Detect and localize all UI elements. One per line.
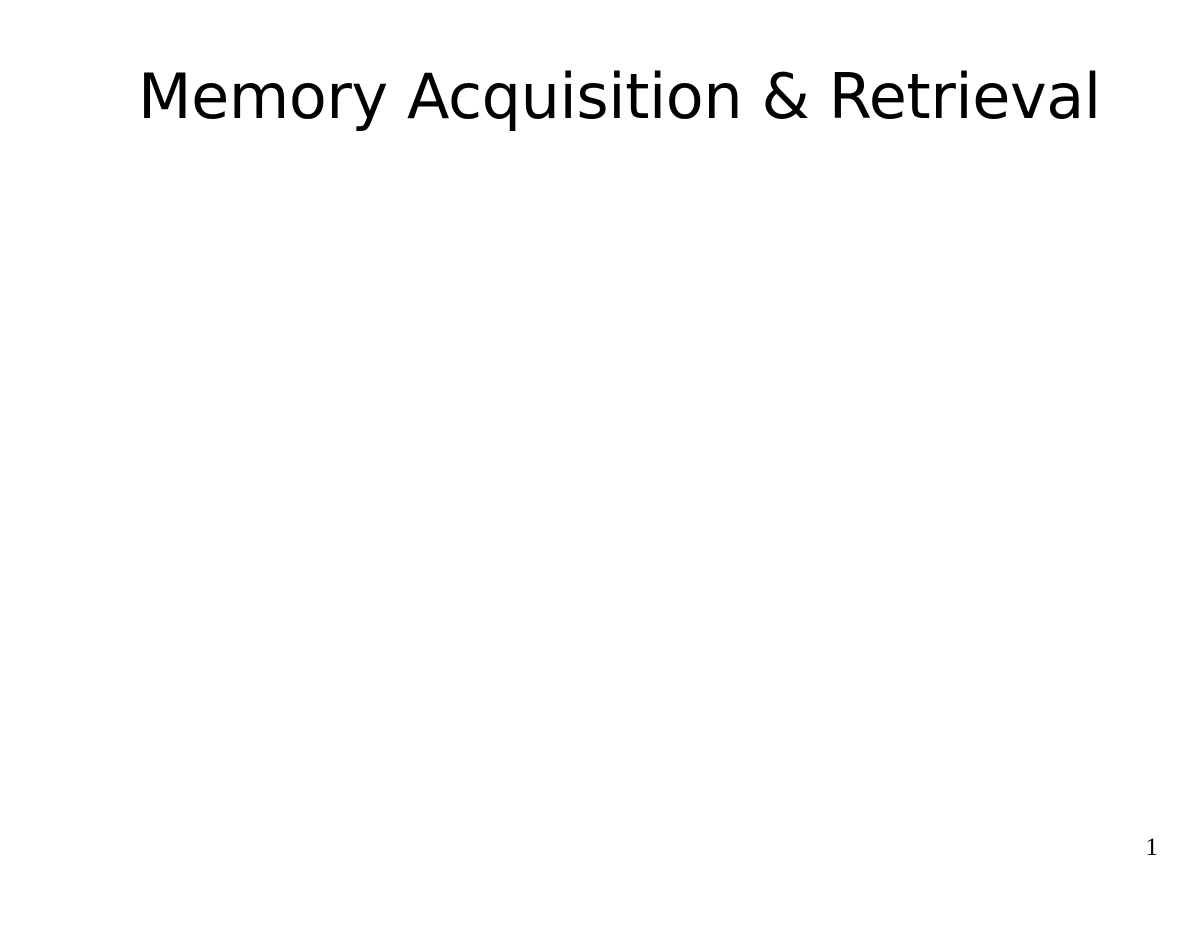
body-content-placeholder[interactable] bbox=[138, 175, 1078, 795]
page-title: Memory Acquisition & Retrieval bbox=[138, 60, 1101, 133]
slide-number: 1 bbox=[1145, 834, 1159, 861]
title-placeholder[interactable]: Memory Acquisition & Retrieval bbox=[138, 58, 1101, 154]
